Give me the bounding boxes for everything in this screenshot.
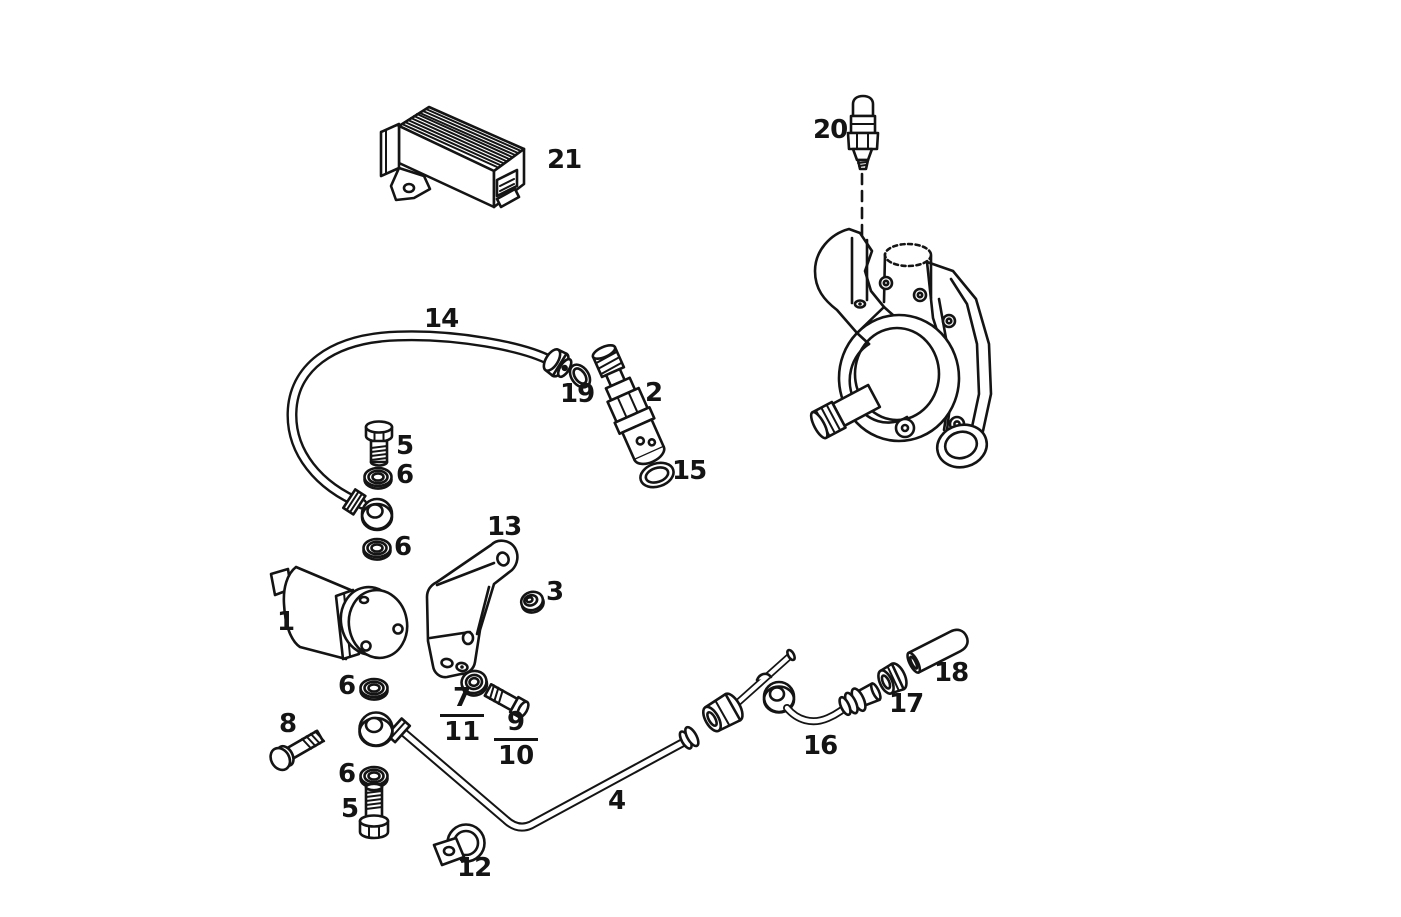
part-label-18: 18 xyxy=(934,658,969,688)
part-label-9-over-10: 9 10 xyxy=(494,707,539,770)
part-label-1: 1 xyxy=(277,607,295,637)
part-label-6d: 6 xyxy=(338,759,356,789)
part-label-8: 8 xyxy=(279,709,297,739)
part-label-12: 12 xyxy=(457,853,492,883)
hose-end-fitting xyxy=(542,348,573,379)
fuel-pipe-drawing xyxy=(358,711,700,832)
pump-housing-drawing xyxy=(809,227,993,469)
pipe-union-nut-drawing xyxy=(701,648,796,733)
part-label-21: 21 xyxy=(547,145,582,175)
mounting-bracket-drawing xyxy=(425,539,519,679)
washer-drawing-a xyxy=(363,466,393,490)
solenoid-valve-drawing xyxy=(269,565,409,661)
part-number-7: 7 xyxy=(453,683,472,713)
union-nut-drawing xyxy=(877,662,908,695)
bracket-bolt-drawing xyxy=(483,683,530,719)
part-label-13: 13 xyxy=(487,512,522,542)
union-pipe-ferrule xyxy=(838,682,882,717)
washer-drawing-c xyxy=(359,677,389,701)
seal-ring-drawing xyxy=(639,461,675,489)
part-label-7-over-11: 7 11 xyxy=(440,683,485,746)
part-label-2: 2 xyxy=(645,378,663,408)
part-label-3: 3 xyxy=(546,577,564,607)
part-label-15: 15 xyxy=(672,456,707,486)
part-number-9: 9 xyxy=(507,707,526,737)
union-pipe-drawing xyxy=(755,672,882,726)
part-label-6b: 6 xyxy=(394,532,412,562)
part-number-11: 11 xyxy=(440,713,485,746)
part-label-16: 16 xyxy=(803,731,838,761)
part-label-6a: 6 xyxy=(396,460,414,490)
part-label-5a: 5 xyxy=(396,431,414,461)
part-label-20: 20 xyxy=(813,115,848,145)
hose-crimp-sleeve xyxy=(341,488,367,516)
banjo-bolt-upper-drawing xyxy=(364,420,394,467)
part-label-17: 17 xyxy=(889,689,924,719)
pipe-ferrule xyxy=(678,725,700,750)
part-label-19: 19 xyxy=(560,379,595,409)
small-o-ring-drawing xyxy=(568,363,592,389)
hex-bolt-drawing xyxy=(269,729,326,772)
part-label-4: 4 xyxy=(608,786,626,816)
pipe-clamp-drawing xyxy=(432,823,486,871)
part-label-5b: 5 xyxy=(341,794,359,824)
sleeve-drawing xyxy=(906,628,969,674)
part-label-6c: 6 xyxy=(338,671,356,701)
banjo-bolt-lower-drawing xyxy=(358,782,390,840)
washer-nut-stack-drawing xyxy=(460,669,489,697)
part-number-10: 10 xyxy=(494,737,539,770)
control-unit-drawing xyxy=(379,105,526,209)
part-label-14: 14 xyxy=(424,304,459,334)
nut-drawing xyxy=(519,590,545,614)
fuel-hose-drawing xyxy=(286,330,573,532)
start-valve-drawing xyxy=(591,344,666,466)
washer-drawing-b xyxy=(362,537,392,561)
